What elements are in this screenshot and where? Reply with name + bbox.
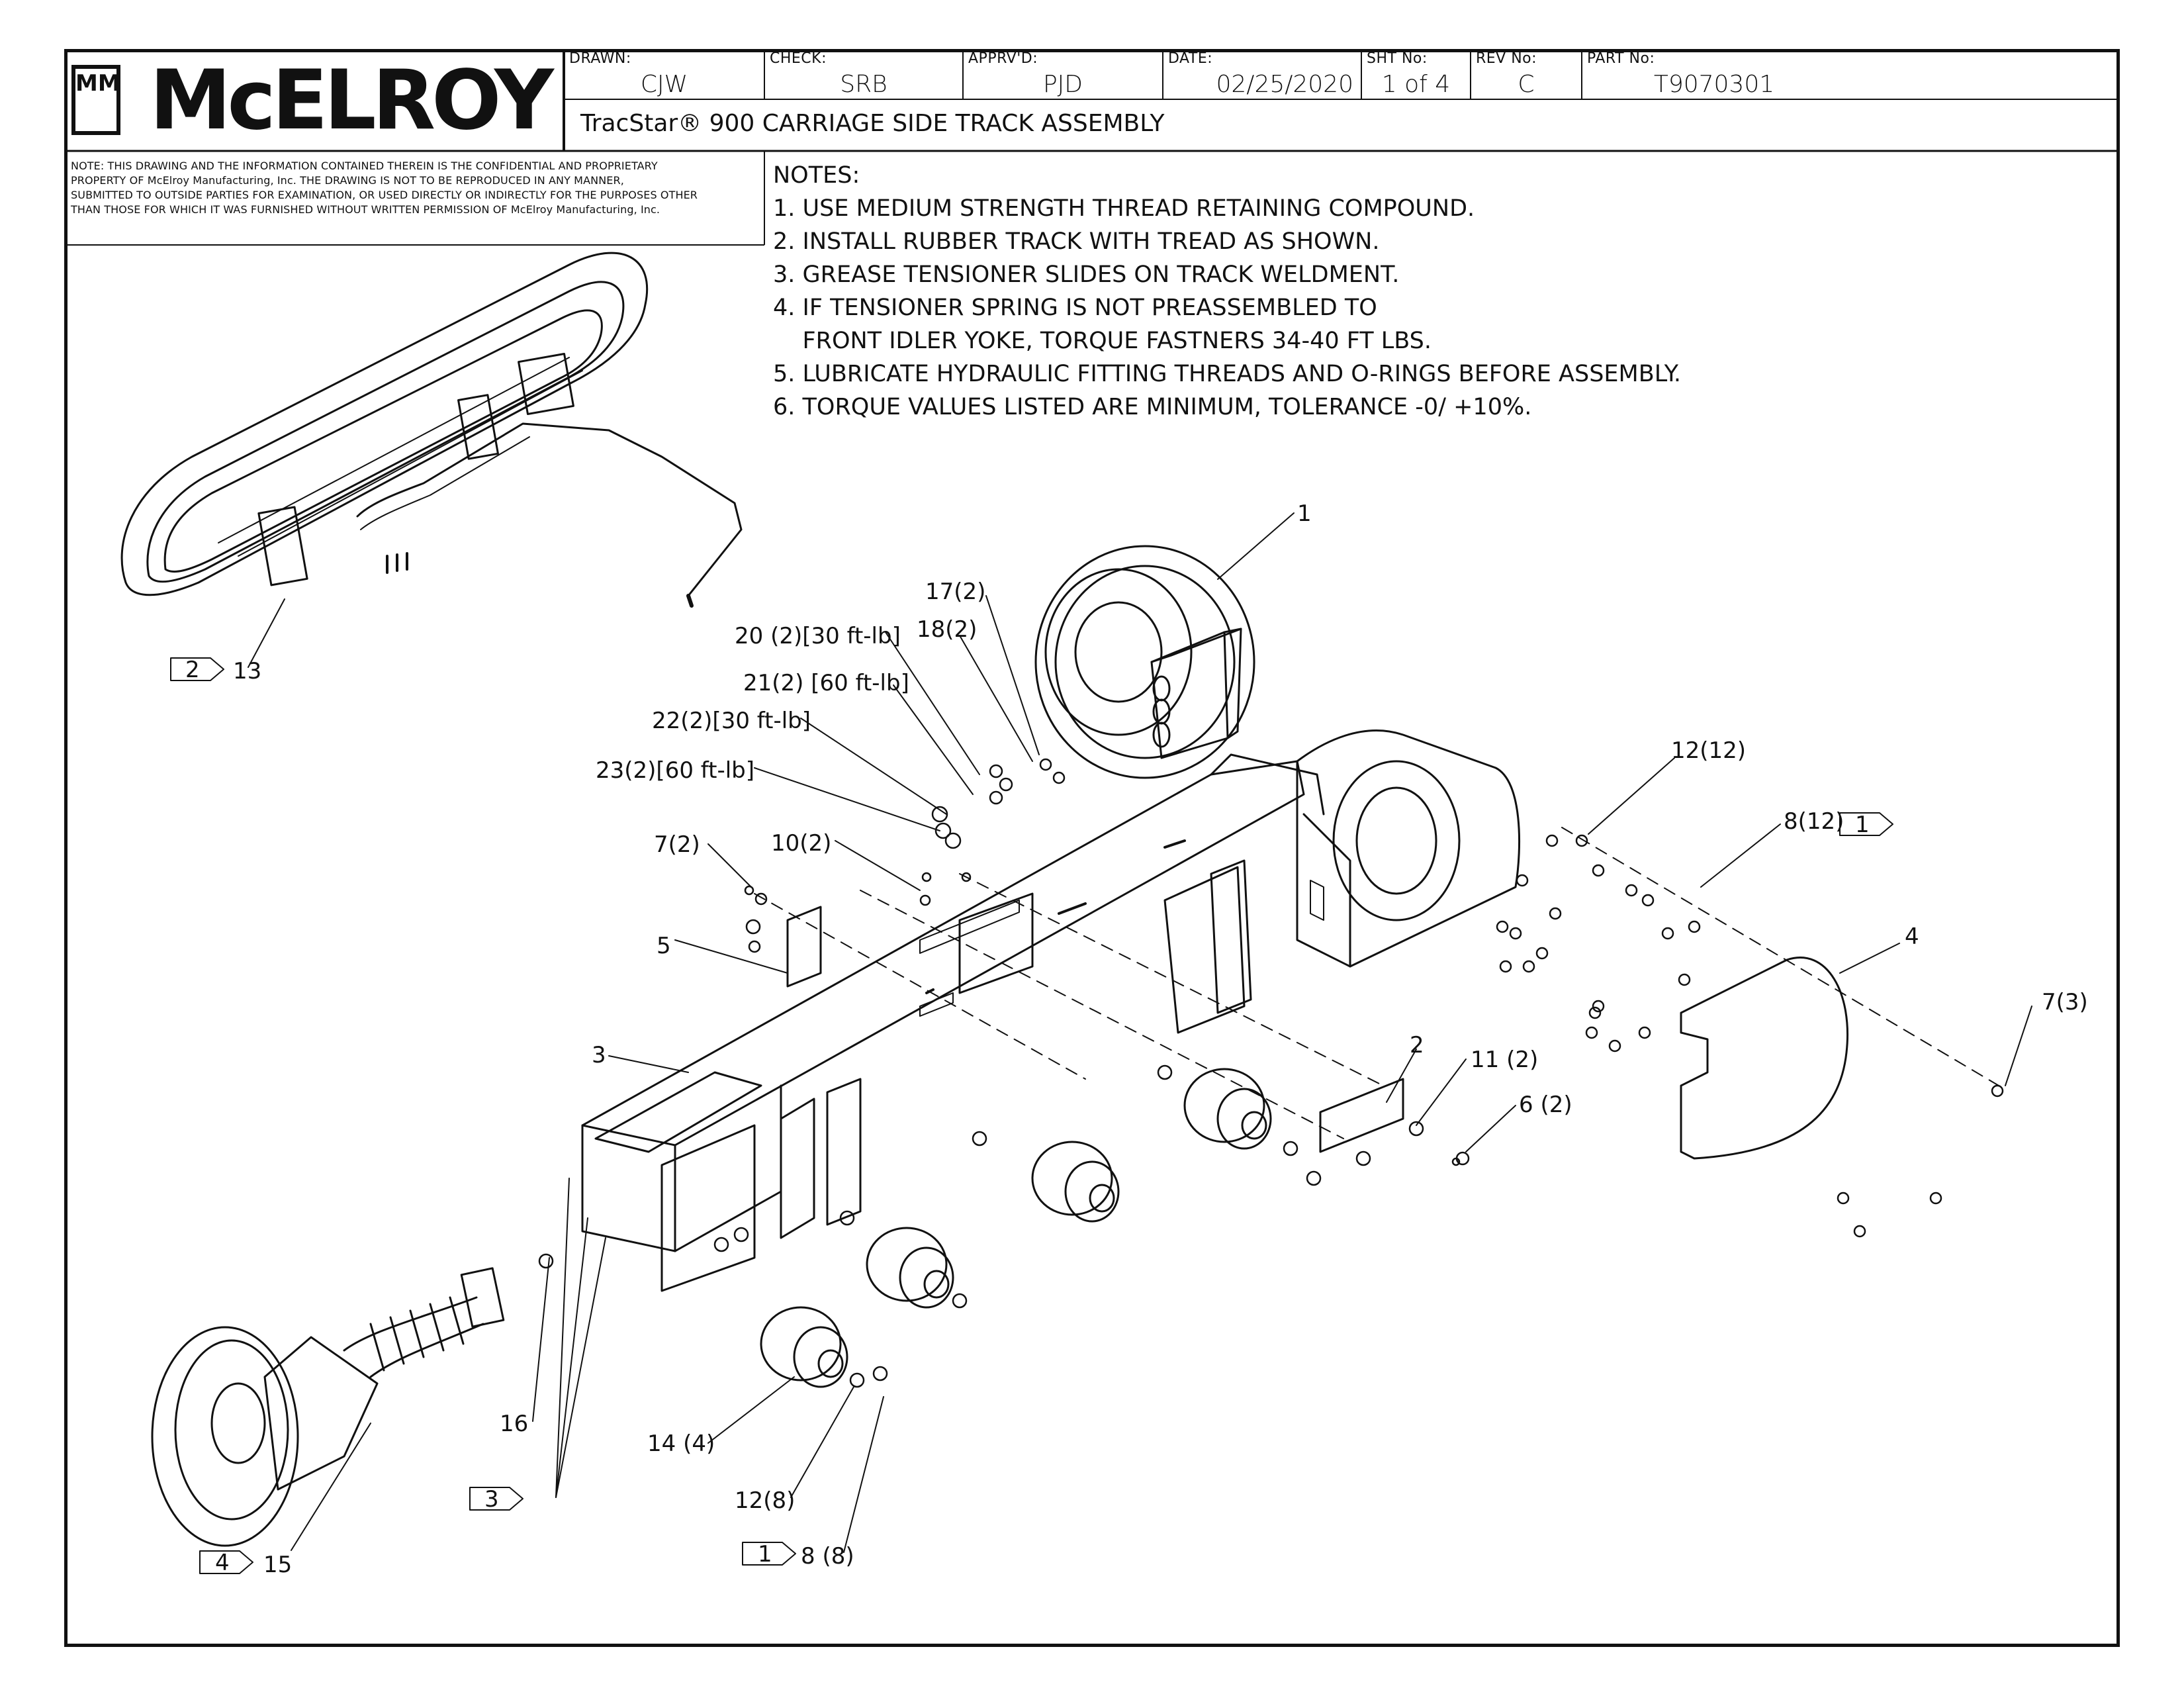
- callout-23: 23(2)[60 ft-lb]: [596, 757, 754, 784]
- callout-18: 18(2): [917, 616, 977, 643]
- note-flag: 4: [199, 1550, 253, 1576]
- apprvd-label: APPRV'D:: [968, 50, 1038, 67]
- assembly-axis-lines: [754, 827, 1999, 1139]
- track-roller: [866, 1227, 954, 1309]
- check-label: CHECK:: [770, 50, 827, 67]
- note-item: 2. INSTALL RUBBER TRACK WITH TREAD AS SH…: [773, 228, 1380, 255]
- notes-heading: NOTES:: [773, 162, 860, 189]
- note-flag: 2: [170, 657, 224, 683]
- track-rollers: [760, 1068, 1272, 1388]
- svg-text:3: 3: [484, 1486, 499, 1513]
- note-flag: 1: [742, 1541, 796, 1568]
- svg-text:2: 2: [185, 657, 200, 683]
- bracket-plate: [786, 906, 822, 988]
- logo-mark: MM: [71, 65, 120, 135]
- drive-motor-sprocket: [1034, 545, 1255, 779]
- part-label: PART No:: [1587, 50, 1655, 67]
- track-roller: [1031, 1141, 1120, 1223]
- drawing-border: [64, 49, 2120, 1647]
- callout-12b: 12(8): [735, 1487, 795, 1514]
- callout-21: 21(2) [60 ft-lb]: [743, 670, 909, 696]
- slide-block: [1319, 1078, 1404, 1153]
- confidentiality-note: NOTE: THIS DRAWING AND THE INFORMATION C…: [71, 159, 756, 217]
- callout-22: 22(2)[30 ft-lb]: [652, 708, 811, 734]
- svg-text:1: 1: [1855, 812, 1870, 838]
- apprvd-value: PJD: [1042, 71, 1083, 98]
- callout-20: 20 (2)[30 ft-lb]: [735, 623, 901, 649]
- callout-1: 1: [1297, 500, 1312, 527]
- track-weldment-frame: [581, 729, 1521, 1292]
- callout-7a: 7(2): [654, 831, 700, 858]
- notes-block: NOTES: 1. USE MEDIUM STRENGTH THREAD RET…: [773, 159, 1681, 424]
- callout-11: 11 (2): [1471, 1047, 1538, 1073]
- callout-13: 13: [233, 658, 261, 684]
- hardware-fasteners: [538, 758, 2004, 1388]
- part-cell: PART No: T9070301: [1582, 49, 1846, 99]
- sheet-value: 1 of 4: [1381, 71, 1451, 98]
- drive-guard-plate: [1680, 957, 1848, 1160]
- note-item: 1. USE MEDIUM STRENGTH THREAD RETAINING …: [773, 195, 1475, 222]
- mcelroy-logo: MM McELROY: [71, 58, 555, 143]
- callout-5: 5: [657, 933, 671, 959]
- callout-10: 10(2): [771, 830, 831, 857]
- apprvd-cell: APPRV'D: PJD: [963, 49, 1163, 99]
- front-idler-tensioner: [151, 1267, 505, 1547]
- callout-15: 15: [263, 1552, 292, 1578]
- note-flag: 3: [469, 1486, 523, 1513]
- leader-lines: [248, 512, 2032, 1553]
- callout-6: 6 (2): [1519, 1092, 1572, 1118]
- assembled-track-view: [120, 252, 743, 608]
- callout-17: 17(2): [925, 579, 985, 605]
- drawn-cell: DRAWN: CJW: [564, 49, 764, 99]
- note-item: 6. TORQUE VALUES LISTED ARE MINIMUM, TOL…: [773, 394, 1532, 420]
- note-item: 5. LUBRICATE HYDRAULIC FITTING THREADS A…: [773, 361, 1682, 387]
- track-roller: [1183, 1068, 1272, 1150]
- disclaimer-line: NOTE: THIS DRAWING AND THE INFORMATION C…: [71, 160, 658, 172]
- callouts: 1 2 3 4 5 6 (2) 7(2) 7(3) 8(12) 8 (8) 10…: [233, 500, 2088, 1578]
- rev-label: REV No:: [1476, 50, 1537, 67]
- disclaimer-line: PROPERTY OF McElroy Manufacturing, Inc. …: [71, 174, 624, 187]
- callout-7b: 7(3): [2042, 989, 2088, 1015]
- callout-4: 4: [1905, 923, 1919, 950]
- date-cell: DATE: 02/25/2020: [1163, 49, 1361, 99]
- callout-14: 14 (4): [647, 1430, 715, 1457]
- note-flag: 1: [1839, 812, 1893, 838]
- callout-3: 3: [592, 1042, 606, 1068]
- note-item: 4. IF TENSIONER SPRING IS NOT PREASSEMBL…: [773, 295, 1377, 321]
- rev-value: C: [1518, 71, 1535, 98]
- rev-cell: REV No: C: [1471, 49, 1582, 99]
- callout-16: 16: [500, 1411, 528, 1437]
- date-label: DATE:: [1168, 50, 1213, 67]
- note-flags: 1 1 2 3 4: [170, 657, 1893, 1576]
- disclaimer-line: SUBMITTED TO OUTSIDE PARTIES FOR EXAMINA…: [71, 189, 698, 201]
- callout-8b: 8 (8): [801, 1543, 854, 1570]
- check-cell: CHECK: SRB: [764, 49, 963, 99]
- svg-text:4: 4: [215, 1550, 230, 1576]
- callout-2: 2: [1410, 1032, 1424, 1058]
- svg-text:1: 1: [758, 1541, 772, 1568]
- check-value: SRB: [840, 71, 887, 98]
- callout-12a: 12(12): [1671, 737, 1746, 764]
- track-roller: [760, 1306, 848, 1388]
- disclaimer-line: THAN THOSE FOR WHICH IT WAS FURNISHED WI…: [71, 203, 660, 216]
- note-item: FRONT IDLER YOKE, TORQUE FASTNERS 34-40 …: [773, 328, 1432, 354]
- sheet-label: SHT No:: [1367, 50, 1428, 67]
- drawn-label: DRAWN:: [569, 50, 631, 67]
- logo-text: McELROY: [150, 53, 554, 148]
- callout-8a: 8(12): [1784, 808, 1844, 835]
- drawing-title: TracStar® 900 CARRIAGE SIDE TRACK ASSEMB…: [580, 110, 1165, 137]
- drawn-value: CJW: [640, 71, 688, 98]
- date-value: 02/25/2020: [1216, 71, 1354, 98]
- sheet-cell: SHT No: 1 of 4: [1361, 49, 1471, 99]
- note-item: 3. GREASE TENSIONER SLIDES ON TRACK WELD…: [773, 261, 1400, 288]
- part-value: T9070301: [1653, 71, 1775, 98]
